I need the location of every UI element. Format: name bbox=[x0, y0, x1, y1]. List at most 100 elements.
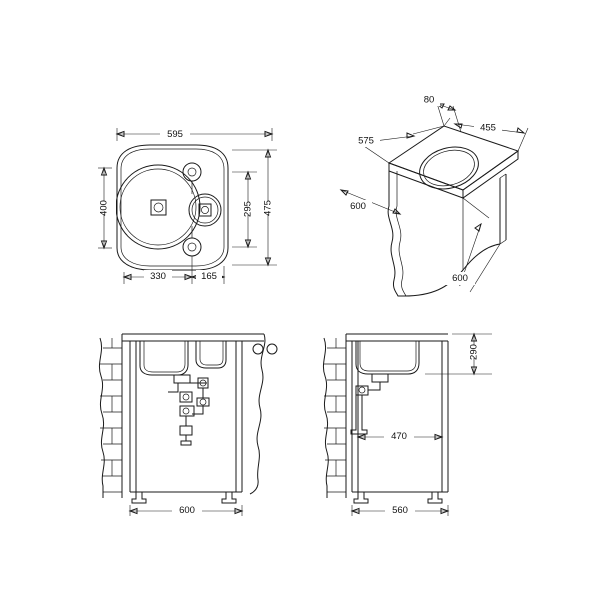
label-bg bbox=[445, 272, 475, 285]
trap-joint-4 bbox=[199, 398, 207, 406]
dim-165: 165 bbox=[192, 266, 224, 284]
dim-290: 290 bbox=[425, 334, 492, 374]
worktop-cutout-outer bbox=[415, 141, 484, 196]
trap-bowl bbox=[180, 426, 192, 435]
left-bowl-section-inner bbox=[143, 341, 186, 373]
dim-600-lower: 600 bbox=[445, 197, 501, 293]
plumbing-trap-right bbox=[351, 374, 388, 434]
dim-label-595: 595 bbox=[167, 129, 183, 140]
arrow-left bbox=[352, 509, 359, 514]
cabinet-left-wavy-edge-2 bbox=[395, 171, 407, 297]
side-section-right: 290 470 560 bbox=[323, 334, 492, 517]
trap-joint-1 bbox=[182, 393, 190, 401]
arrow-a bbox=[455, 124, 462, 128]
bowl-drain-circle bbox=[153, 202, 164, 213]
arrow-right bbox=[235, 509, 242, 514]
arrow-left bbox=[358, 435, 365, 440]
arrow-b bbox=[448, 106, 455, 110]
arrow-b bbox=[393, 209, 400, 214]
cabinet-right-panel-top bbox=[499, 173, 507, 179]
dim-label-330: 330 bbox=[150, 271, 166, 282]
dim-600-upper: 600 bbox=[341, 190, 400, 214]
trap-bottom-cap bbox=[181, 435, 191, 445]
tap-hole-bottom-inner bbox=[187, 242, 197, 252]
trap-bottom-cap bbox=[351, 424, 367, 434]
arrow-right bbox=[185, 275, 192, 280]
arrow-right bbox=[435, 435, 442, 440]
worktop-right-edge bbox=[463, 151, 518, 198]
hole-circle-2 bbox=[267, 344, 277, 354]
sink-outline bbox=[117, 145, 228, 270]
label-bg bbox=[172, 504, 202, 517]
dim-470: 470 bbox=[358, 400, 442, 444]
top-view-sink: 595 400 295 bbox=[92, 128, 280, 284]
dim-label-295: 295 bbox=[243, 201, 254, 217]
label-bg bbox=[384, 430, 414, 443]
dim-label-475: 475 bbox=[263, 200, 274, 216]
worktop-top-face bbox=[389, 126, 518, 190]
cabinet-bottom-curve bbox=[404, 244, 500, 296]
label-bg bbox=[385, 504, 415, 517]
ext-line-b bbox=[412, 125, 445, 135]
plumbing-trap-left bbox=[168, 375, 209, 445]
bowl-section-inner bbox=[359, 341, 417, 372]
hole-circle-1 bbox=[253, 344, 263, 354]
arrow-left bbox=[117, 132, 124, 137]
waste-pipe-a bbox=[368, 382, 380, 390]
cabinet-left-wavy-edge bbox=[388, 171, 404, 296]
bowl-drain-square bbox=[151, 200, 166, 215]
trap-upper bbox=[180, 392, 192, 402]
dim-400: 400 bbox=[92, 168, 116, 248]
small-bowl-drain-circle bbox=[201, 206, 209, 214]
label-bg bbox=[236, 202, 260, 215]
dim-595: 595 bbox=[117, 128, 272, 141]
wall-wavy-edge bbox=[99, 338, 104, 498]
arrow-b bbox=[517, 128, 524, 133]
ext-line-a bbox=[443, 117, 451, 127]
arrow-a bbox=[341, 190, 348, 195]
label-bg bbox=[352, 135, 380, 147]
waste-flange bbox=[372, 374, 388, 382]
cabinet-foot-right bbox=[222, 492, 236, 503]
label-bg bbox=[462, 345, 486, 358]
dim-330: 330 bbox=[124, 256, 192, 284]
trap-joint-2 bbox=[182, 407, 190, 415]
tap-hole-bottom bbox=[183, 238, 201, 256]
isometric-view-worktop: 80 575 455 bbox=[341, 94, 529, 297]
label-bg bbox=[92, 201, 116, 214]
bowl-section bbox=[356, 341, 419, 374]
arrow-left bbox=[124, 275, 131, 280]
label-bg bbox=[160, 128, 190, 140]
waste-flange bbox=[174, 375, 190, 383]
wall-hatch-left bbox=[99, 334, 122, 498]
label-bg bbox=[196, 270, 222, 282]
dim-label-455: 455 bbox=[480, 123, 496, 134]
cabinet-right-panel-bottom bbox=[499, 239, 507, 245]
trap-joint-1 bbox=[358, 386, 366, 394]
dim-560: 560 bbox=[352, 504, 448, 517]
small-bowl-drain-square bbox=[199, 204, 211, 216]
dim-475: 475 bbox=[232, 150, 280, 265]
tap-hole-top bbox=[183, 163, 201, 181]
arrow-top bbox=[102, 168, 107, 175]
label-bg bbox=[144, 270, 172, 282]
arrow-left bbox=[130, 509, 137, 514]
dim-80: 80 bbox=[418, 94, 462, 133]
cabinet-foot-left bbox=[132, 492, 146, 503]
trap-middle bbox=[180, 406, 194, 416]
arrow-right bbox=[265, 132, 272, 137]
right-bowl-section bbox=[196, 341, 226, 368]
wall-wavy-edge bbox=[323, 338, 328, 498]
right-bowl-section-inner bbox=[199, 341, 224, 366]
left-bowl-section bbox=[140, 341, 188, 375]
sink-outline-inner bbox=[120, 148, 225, 267]
dim-label-165: 165 bbox=[201, 271, 217, 282]
arrow-bottom bbox=[472, 367, 477, 374]
dim-label-575: 575 bbox=[358, 136, 374, 147]
cabinet-foot-left bbox=[354, 492, 368, 503]
arrow-top bbox=[266, 150, 271, 157]
arrow-a bbox=[475, 224, 481, 231]
dim-295: 295 bbox=[232, 172, 260, 247]
ext-line-b bbox=[517, 127, 529, 152]
